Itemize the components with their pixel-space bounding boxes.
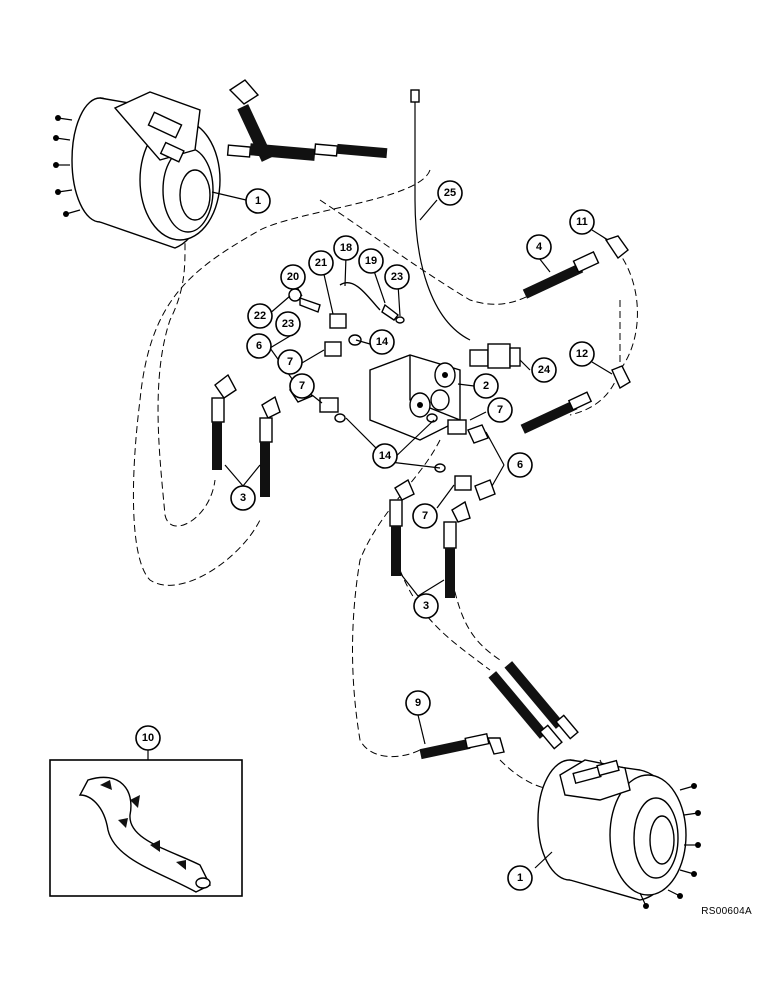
callout-7-d: 7	[412, 503, 438, 529]
hose-4-assembly	[522, 235, 631, 390]
svg-text:22: 22	[254, 310, 266, 322]
svg-text:1: 1	[255, 195, 261, 207]
callout-7-c: 7	[487, 397, 513, 423]
hoses-3-center	[389, 478, 471, 598]
callout-6-right: 6	[507, 452, 533, 478]
callout-14-lower: 14	[372, 443, 398, 469]
svg-text:6: 6	[256, 340, 262, 352]
figure-reference-code: RS00604A	[701, 906, 752, 917]
svg-text:4: 4	[536, 241, 543, 253]
svg-text:6: 6	[517, 459, 523, 471]
svg-text:14: 14	[376, 336, 389, 348]
callout-14-upper: 14	[369, 329, 395, 355]
callout-3-center: 3	[413, 593, 439, 619]
svg-text:19: 19	[365, 255, 377, 267]
svg-text:10: 10	[142, 732, 154, 744]
svg-text:3: 3	[423, 600, 429, 612]
callout-24: 24	[531, 357, 557, 383]
svg-text:18: 18	[340, 242, 352, 254]
motor-bottom-right	[537, 759, 701, 909]
callout-9: 9	[405, 690, 431, 716]
routing-lines	[132, 169, 638, 791]
callouts: 1 1 2 3 3 4 6 6 7 7 7 7 9 10 11 12 14 14…	[135, 180, 595, 891]
callout-2: 2	[473, 373, 499, 399]
svg-text:1: 1	[517, 872, 523, 884]
callout-21: 21	[308, 250, 334, 276]
callout-10: 10	[135, 725, 161, 751]
svg-text:23: 23	[391, 271, 403, 283]
svg-text:12: 12	[576, 348, 588, 360]
svg-text:7: 7	[287, 356, 293, 368]
fitting-24	[469, 343, 521, 369]
svg-text:20: 20	[287, 271, 299, 283]
callout-1-bottom: 1	[507, 865, 533, 891]
callout-6-left: 6	[246, 333, 272, 359]
hoses-lower	[419, 661, 579, 760]
svg-text:9: 9	[415, 697, 421, 709]
callout-19: 19	[358, 248, 384, 274]
svg-text:21: 21	[315, 257, 327, 269]
callout-11: 11	[569, 209, 595, 235]
svg-text:7: 7	[497, 404, 503, 416]
callout-25: 25	[437, 180, 463, 206]
svg-text:25: 25	[444, 187, 456, 199]
hoses-top	[226, 79, 471, 341]
hose-right-middle	[520, 391, 593, 434]
callout-3-left: 3	[230, 485, 256, 511]
svg-text:23: 23	[282, 318, 294, 330]
svg-text:2: 2	[483, 380, 489, 392]
callout-1-top: 1	[245, 188, 271, 214]
callout-7-a: 7	[277, 349, 303, 375]
inset-box-10	[49, 759, 243, 897]
callout-23-left: 23	[275, 311, 301, 337]
callout-12: 12	[569, 341, 595, 367]
motor-top-left	[53, 91, 221, 249]
valve-block	[369, 354, 461, 441]
callout-18: 18	[333, 235, 359, 261]
svg-text:14: 14	[379, 450, 392, 462]
svg-text:11: 11	[576, 216, 588, 228]
callout-4: 4	[526, 234, 552, 260]
svg-text:7: 7	[299, 380, 305, 392]
hoses-3-left	[211, 373, 281, 497]
callout-23-right: 23	[384, 264, 410, 290]
svg-text:3: 3	[240, 492, 246, 504]
svg-text:7: 7	[422, 510, 428, 522]
callout-20: 20	[280, 264, 306, 290]
callout-22: 22	[247, 303, 273, 329]
svg-text:24: 24	[538, 364, 551, 376]
callout-7-b: 7	[289, 373, 315, 399]
